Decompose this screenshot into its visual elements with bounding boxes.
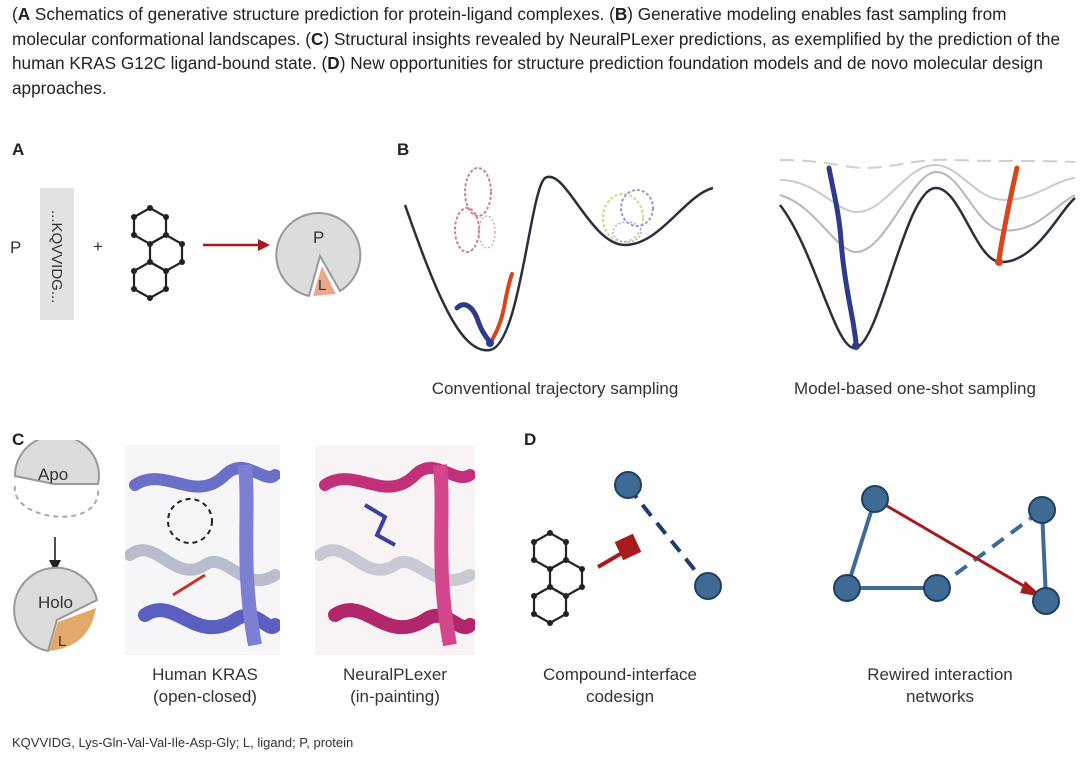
apo-dashed-pocket <box>13 485 100 518</box>
trajectory-navy-right <box>826 165 859 348</box>
apo-shape <box>13 440 100 485</box>
network-node-5 <box>1032 587 1060 615</box>
panel-b-diagram <box>403 158 1076 352</box>
trajectory-orange-left <box>490 272 514 342</box>
network-node-1 <box>861 485 889 513</box>
apo-label: Apo <box>38 465 68 484</box>
sequence-box <box>40 188 74 320</box>
holo-label: Holo <box>38 593 73 612</box>
panel-b-letter: B <box>397 140 410 159</box>
label-conventional-sampling: Conventional trajectory sampling <box>431 379 679 398</box>
trajectory-orange-right <box>996 165 1020 263</box>
apo-holo-arrow-head <box>49 560 61 572</box>
complex-protein-label: P <box>313 228 324 247</box>
codesign-molecule-atoms <box>531 530 585 626</box>
protein-label: P <box>10 238 21 257</box>
landscape-dark-bottom <box>779 186 1076 350</box>
label-codesign-line1: Compound-interface <box>542 665 698 684</box>
trajectory-navy-left <box>454 302 493 345</box>
codesign-node-bottom <box>694 572 722 600</box>
kras-structure-image <box>125 445 280 655</box>
figure-caption: (A Schematics of generative structure pr… <box>12 4 1061 98</box>
landscape-dashed-top <box>779 158 1076 170</box>
reaction-arrow-icon <box>203 239 270 251</box>
neuralplexer-structure-image <box>315 445 475 655</box>
label-neuralplexer-line1: NeuralPLexer <box>343 665 447 684</box>
holo-ligand <box>49 608 96 651</box>
caption-letter-a: A <box>17 4 31 24</box>
trajectory-end-orange-right <box>995 258 1003 266</box>
codesign-red-square <box>614 533 642 561</box>
panel-d-letter: D <box>524 430 537 449</box>
network-node-4 <box>1028 496 1056 524</box>
molecule-atoms <box>131 205 185 301</box>
footnote: KQVVIDG, Lys-Gln-Val-Val-Ile-Asp-Gly; L,… <box>12 735 354 750</box>
caption-letter-c: C <box>311 28 324 49</box>
network-node-2 <box>833 574 861 602</box>
plus-sign: + <box>93 237 103 256</box>
label-kras-line2: (open-closed) <box>153 687 257 706</box>
protein-structure-red-icon <box>454 167 496 253</box>
caption-letter-d: D <box>327 53 340 74</box>
pocket-dashed-circle <box>167 498 213 544</box>
label-one-shot-sampling: Model-based one-shot sampling <box>794 379 1036 398</box>
network-node-3 <box>923 574 951 602</box>
panel-a-letter: A <box>12 140 25 159</box>
codesign-molecule-icon <box>532 531 584 625</box>
label-rewired-line2: networks <box>905 687 975 706</box>
complex-icon <box>275 212 362 298</box>
label-codesign-line2: codesign <box>585 687 655 706</box>
trajectory-end-point <box>486 339 494 347</box>
panel-d-diagram <box>531 471 1060 626</box>
panel-a-diagram: P ...KQVVIDG... + P L <box>10 188 362 320</box>
label-neuralplexer-line2: (in-painting) <box>350 687 440 706</box>
caption-letter-b: B <box>614 4 628 24</box>
holo-ligand-label: L <box>58 633 66 650</box>
panel-c-letter: C <box>12 430 25 449</box>
label-rewired-line1: Rewired interaction <box>867 665 1013 684</box>
landscape-light-1 <box>779 163 1076 214</box>
landscape-light-2 <box>779 170 1076 254</box>
protein-structure-yellow-icon <box>602 189 654 243</box>
holo-shape <box>13 566 99 653</box>
label-kras-line1: Human KRAS <box>152 665 258 684</box>
complex-ligand-label: L <box>318 277 326 294</box>
codesign-node-top <box>614 471 642 499</box>
energy-landscape-left <box>403 175 714 352</box>
trajectory-end-navy-right <box>852 342 860 350</box>
panel-c-apo-holo: Apo Holo L <box>13 440 100 653</box>
sequence-text: ...KQVVIDG... <box>48 210 65 303</box>
ligand-molecule-icon <box>132 206 184 300</box>
